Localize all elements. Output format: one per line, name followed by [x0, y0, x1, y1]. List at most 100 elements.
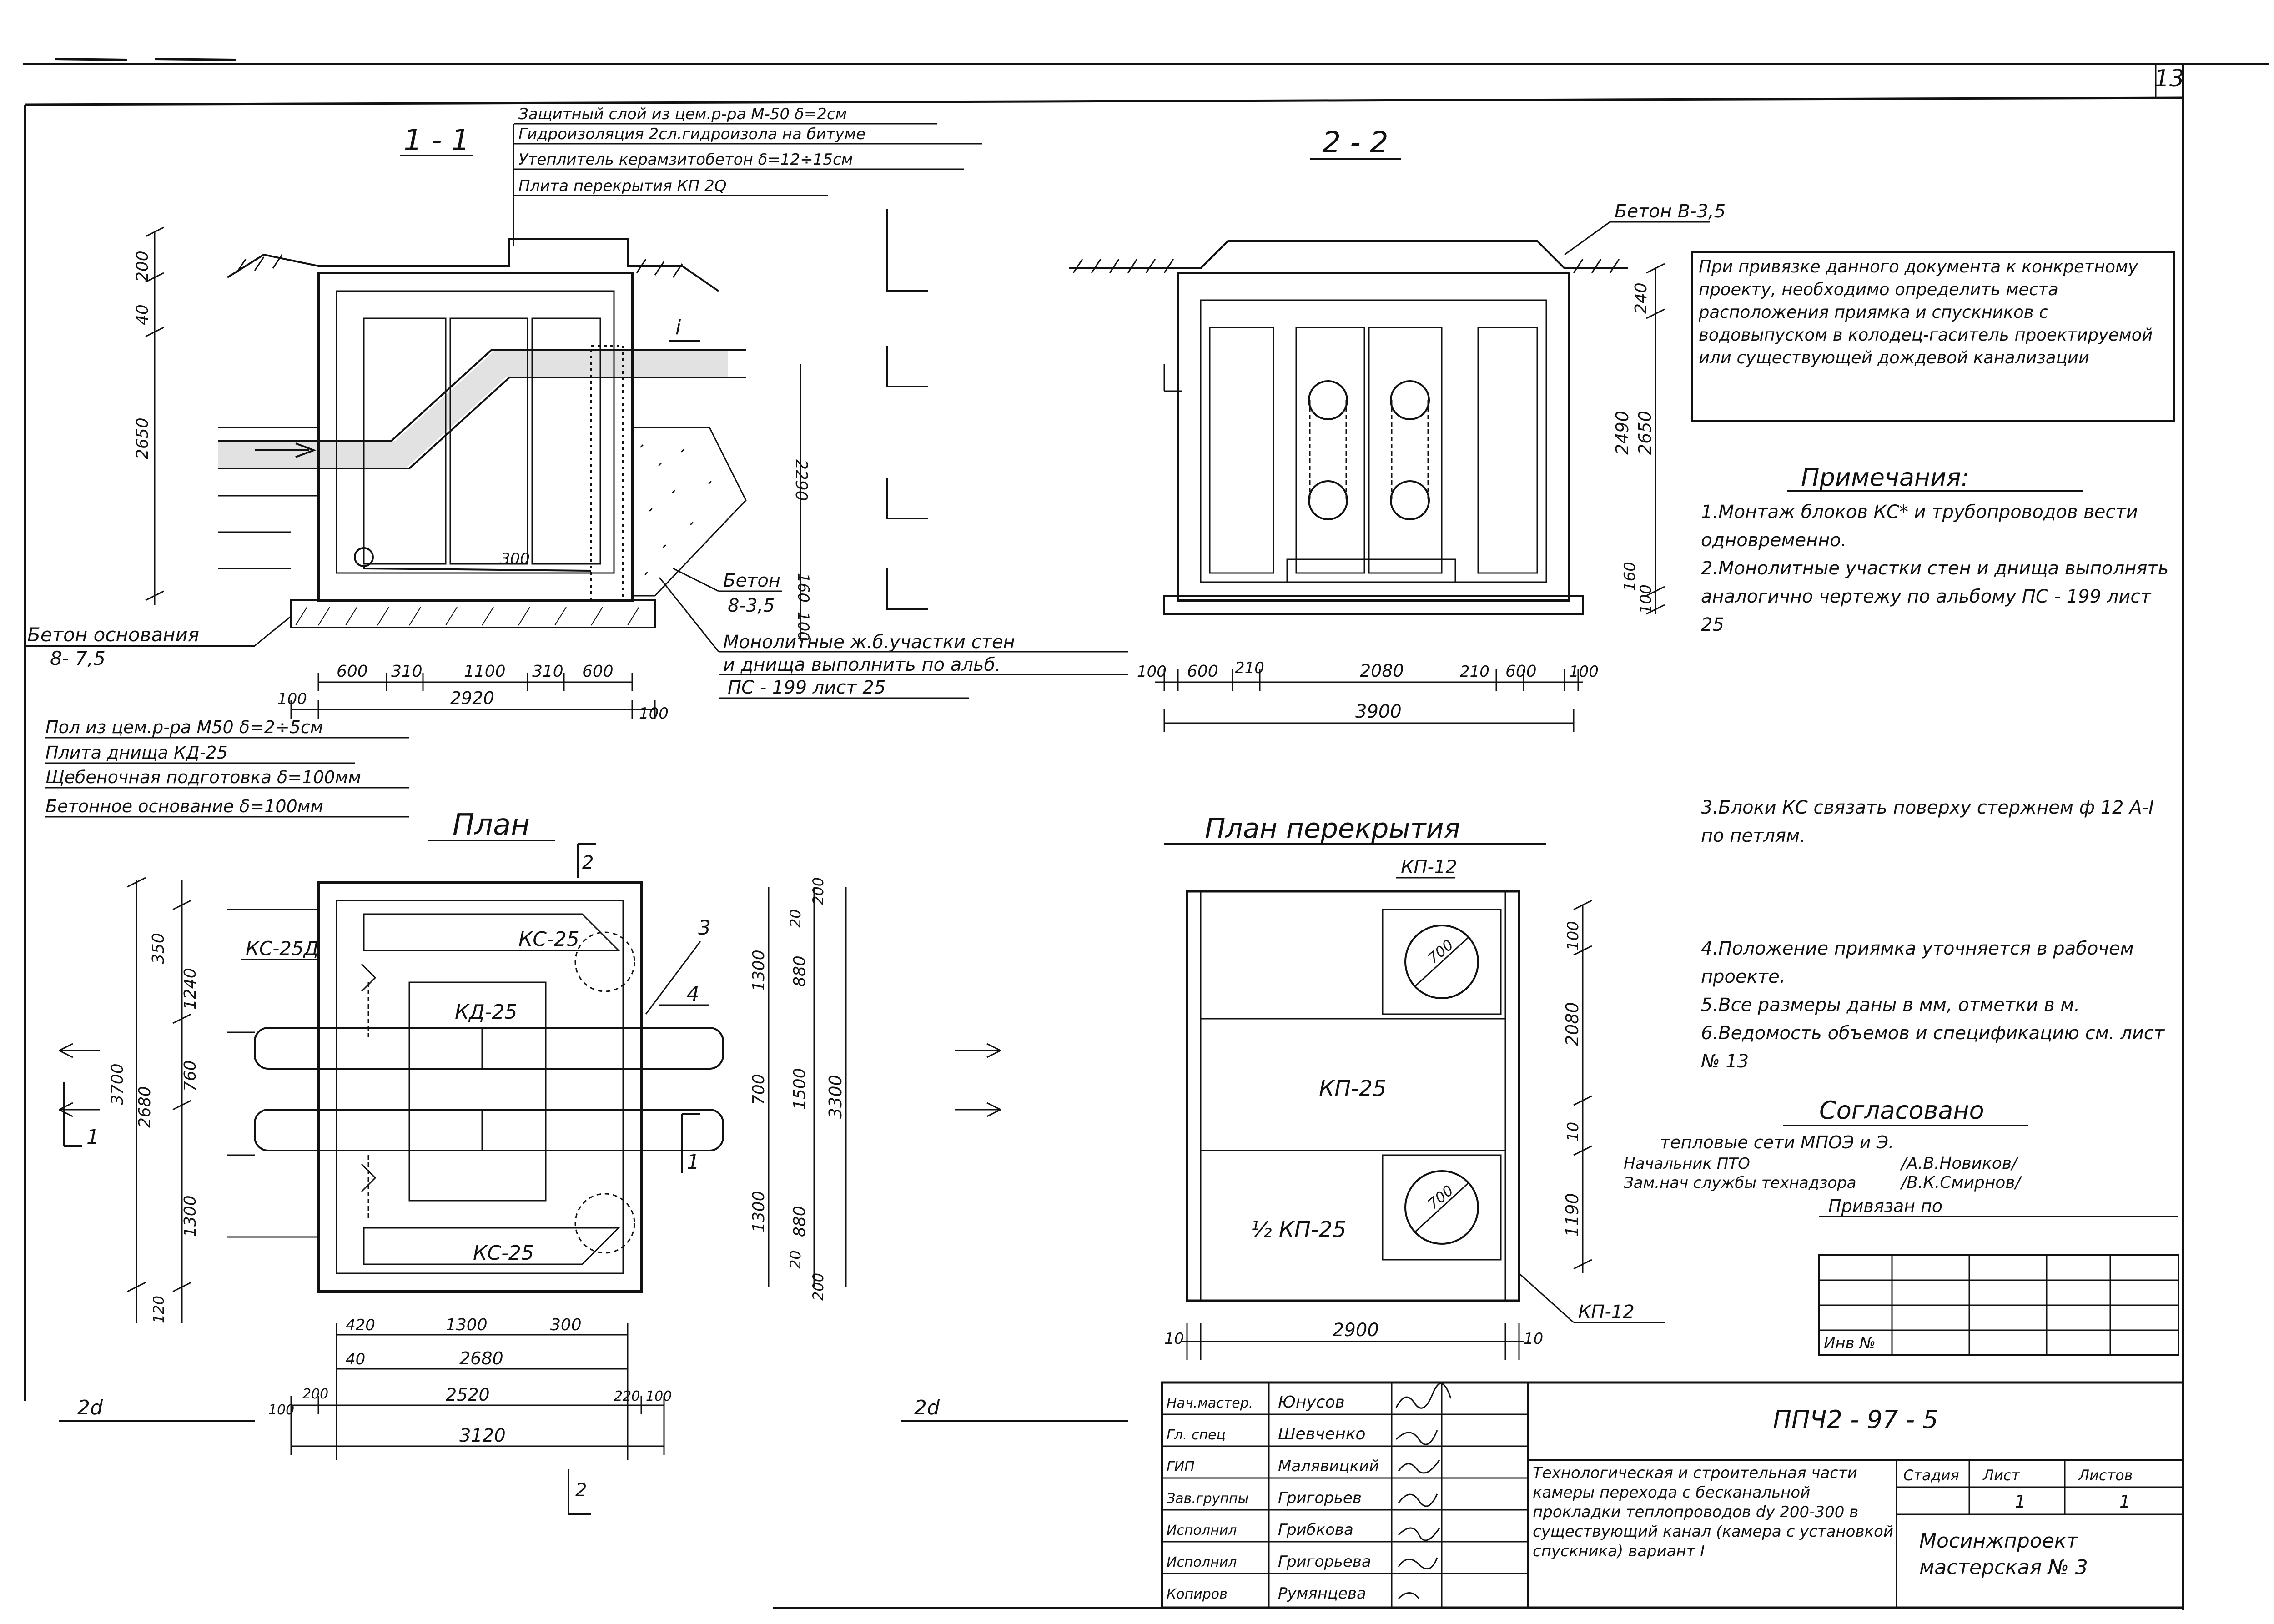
sheets-label: Листов	[2078, 1467, 2133, 1484]
block-kd: КД-25	[455, 1001, 517, 1024]
floor-layer-2: Плита днища КД-25	[45, 743, 228, 763]
plan-dim-b-2520: 2520	[446, 1385, 490, 1405]
plan-dim-l-1240: 1240	[181, 968, 200, 1010]
agreed-role-1: Начальник ПТО	[1624, 1155, 1750, 1173]
plan-dim-b-420: 420	[346, 1316, 375, 1334]
notes: Примечания: 1.Монтаж блоков КС* и трубоп…	[1701, 463, 2168, 1072]
note-6: 6.Ведомость объемов и спецификацию см. л…	[1701, 1023, 2165, 1072]
drawing-code: ППЧ2 - 97 - 5	[1773, 1405, 1938, 1434]
roof-dim-b-10a: 10	[1164, 1330, 1184, 1348]
dim-v-40: 40	[133, 304, 152, 325]
plan-dim-r-1300a: 1300	[750, 950, 768, 991]
plan-dim-r-3300: 3300	[825, 1075, 845, 1119]
note-1: 1.Монтаж блоков КС* и трубопроводов вест…	[1701, 502, 2138, 551]
agreed-block: Согласовано тепловые сети МПОЭ и Э. Нача…	[1624, 1096, 2179, 1356]
kp12-bottom-label: КП-12	[1578, 1302, 1635, 1322]
kp25-half-label: ½ КП-25	[1251, 1217, 1346, 1242]
monolith-note-1: Монолитные ж.б.участки стен	[723, 632, 1015, 653]
roof-plan: План перекрытия КП-12 700 700 КП-25 ½ КП…	[1164, 813, 1665, 1360]
name-6: Григорьева	[1278, 1553, 1371, 1571]
dim-right-160: 160	[794, 573, 812, 603]
block-kc-top: КС-25	[518, 928, 579, 951]
name-7: Румянцева	[1278, 1584, 1366, 1603]
plan-dim-b-40: 40	[346, 1350, 365, 1368]
name-2: Шевченко	[1278, 1425, 1366, 1443]
sheet-value: 1	[2015, 1492, 2026, 1512]
plan-dim-l-120: 120	[150, 1296, 167, 1323]
s2-dim-b-210a: 210	[1235, 659, 1264, 677]
s2-dim-b-2080: 2080	[1360, 661, 1404, 681]
note-4: 4.Положение приямка уточняется в рабочем…	[1701, 938, 2134, 987]
section-1-title: 1 - 1	[403, 124, 469, 157]
kp25-label: КП-25	[1319, 1076, 1387, 1101]
callout-4: 4	[687, 982, 699, 1006]
plan-dim-r-880a: 880	[790, 955, 809, 987]
agreed-org: тепловые сети МПОЭ и Э.	[1660, 1132, 1894, 1152]
floor-layers: Пол из цем.р-ра М50 δ=2÷5см Плита днища …	[45, 717, 409, 818]
plan-dim-l-350: 350	[149, 933, 168, 964]
s2-dim-b-100b: 100	[1569, 663, 1599, 681]
s2-dim-160: 160	[1621, 562, 1639, 591]
plan-dim-total: 3120	[459, 1425, 506, 1446]
role-7: Копиров	[1167, 1586, 1228, 1602]
plan-dim-r-880b: 880	[790, 1206, 809, 1237]
hatch-diam-bottom: 700	[1424, 1182, 1457, 1212]
plan-dim-l-1300: 1300	[181, 1195, 200, 1237]
name-3: Малявицкий	[1278, 1457, 1379, 1475]
plan-dim-r-200b: 200	[810, 1273, 827, 1301]
roof-dim-r-2080: 2080	[1562, 1002, 1582, 1046]
kp12-top-label: КП-12	[1401, 857, 1457, 878]
s2-dim-240: 240	[1632, 282, 1650, 314]
plan-dim-r-20a: 20	[787, 909, 804, 928]
plan-dim-b-300: 300	[550, 1316, 582, 1334]
roof-dim-r-1190: 1190	[1562, 1193, 1582, 1237]
plan-dim-l-2680: 2680	[136, 1086, 154, 1128]
s2-dim-2650: 2650	[1635, 411, 1655, 455]
name-5: Грибкова	[1278, 1521, 1353, 1539]
concrete-label: Бетон В-3,5	[1615, 201, 1726, 222]
dim-b-1100: 1100	[464, 662, 506, 681]
role-5: Исполнил	[1167, 1523, 1237, 1539]
floor-layer-3: Щебеночная подготовка δ=100мм	[45, 767, 361, 787]
plan-title: План	[453, 808, 530, 842]
beton-right: Бетон	[723, 570, 780, 591]
dim-b-600a: 600	[337, 662, 368, 681]
block-kc-bottom: КС-25	[473, 1242, 534, 1265]
hatch-diam-top: 700	[1424, 936, 1457, 967]
roof-dim-r-100: 100	[1564, 921, 1582, 950]
plan-dim-b-100b: 100	[646, 1388, 672, 1404]
binding-note: При привязке данного документа к конкрет…	[1691, 251, 2175, 422]
role-3: ГИП	[1167, 1459, 1195, 1475]
layer-2: Гидроизоляция 2сл.гидроизола на битуме	[518, 125, 865, 143]
plan-dim-b-220: 220	[614, 1388, 640, 1404]
plan: План КС-25 КД-25 КС-25 КС-25Д 3 4	[59, 808, 1128, 1515]
note-5: 5.Все размеры даны в мм, отметки в м.	[1701, 995, 2080, 1016]
floor-layer-4: Бетонное основание δ=100мм	[45, 796, 323, 816]
dim-b-310b: 310	[532, 662, 563, 681]
dim-v-200: 200	[133, 251, 152, 282]
role-4: Зав.группы	[1167, 1491, 1248, 1507]
note-3: 3.Блоки КС связать поверху стержнем ф 12…	[1701, 797, 2154, 846]
tied-to: Привязан по	[1828, 1196, 1942, 1216]
plan-dim-r-1300b: 1300	[750, 1191, 768, 1232]
agreed-title: Согласовано	[1819, 1096, 1984, 1125]
monolith-note-3: ПС - 199 лист 25	[728, 677, 885, 698]
plan-dim-b-200: 200	[302, 1386, 328, 1402]
plan-dim-r-20b: 20	[787, 1250, 804, 1269]
drawing-title: Технологическая и строительная части кам…	[1533, 1464, 1893, 1560]
cut-mark-1-left: 1	[86, 1126, 99, 1149]
beton-right-grade: 8-3,5	[728, 595, 775, 616]
cut-mark-2-bottom: 2	[575, 1480, 587, 1501]
plan-dim-b-100a: 100	[268, 1402, 294, 1418]
section-marks-1	[886, 209, 1182, 610]
s2-dim-total: 3900	[1355, 701, 1402, 722]
side-label-2d-right: 2d	[914, 1396, 940, 1419]
org-name: Мосинжпроект мастерская № 3	[1919, 1529, 2088, 1579]
role-1: Нач.мастер.	[1167, 1395, 1253, 1411]
section-2-2: 2 - 2 Бетон В-3,5 240 2490 2650 160 100 …	[1069, 126, 1726, 732]
s2-dim-b-100a: 100	[1137, 663, 1167, 681]
roof-dim-r-10: 10	[1564, 1122, 1582, 1141]
section-2-title: 2 - 2	[1322, 126, 1388, 160]
inv-no: Инв №	[1824, 1334, 1876, 1352]
dim-b-side-left: 100	[277, 690, 307, 708]
